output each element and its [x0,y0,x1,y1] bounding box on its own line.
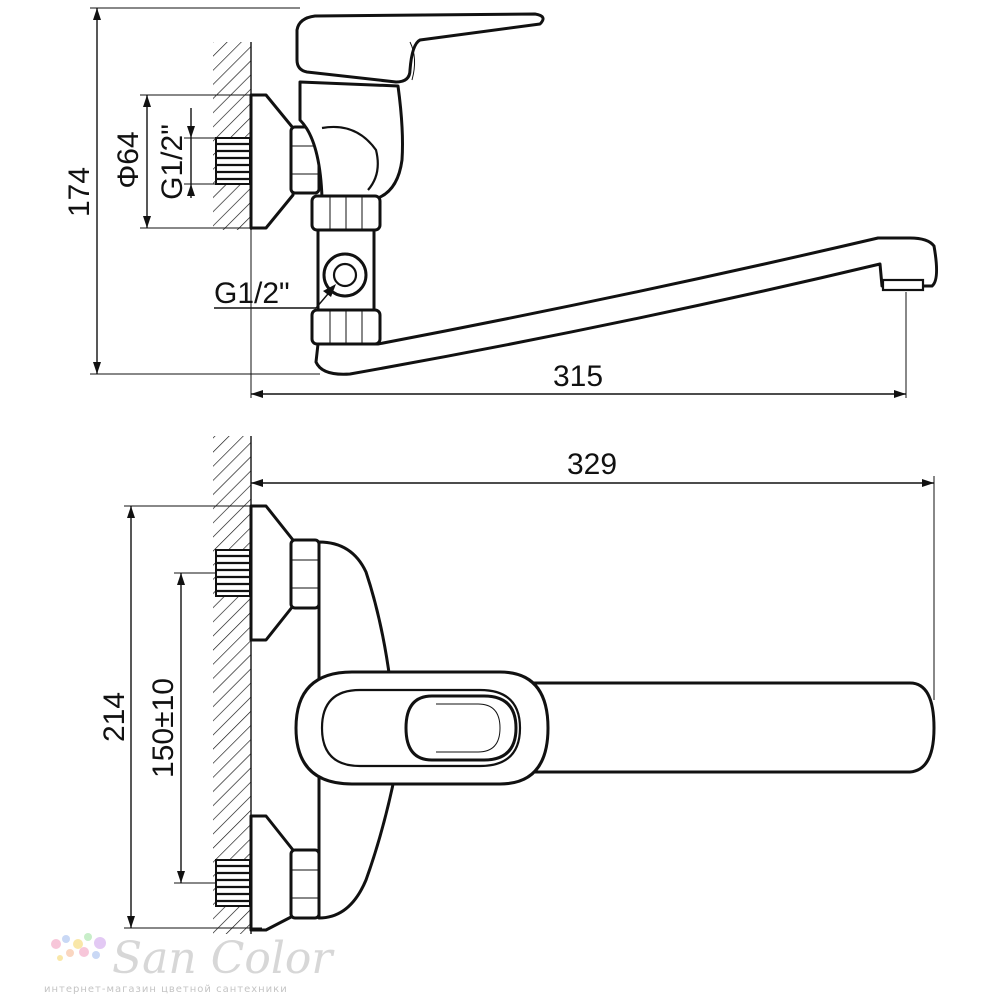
dim-total-width-label: 214 [98,692,131,742]
watermark-dot [51,939,61,949]
watermark: San Color интернет-магазин цветной санте… [44,933,335,995]
dim-total-length-label: 329 [567,448,617,481]
dim-outlet-thread-label: G1/2" [214,277,290,310]
dim-height-label: 174 [63,167,96,217]
watermark-dot [73,939,83,949]
watermark-dot [84,933,92,941]
watermark-dot [66,949,74,957]
dim-spout-reach-label: 315 [553,360,603,393]
side-view: 174 Φ64 G1/2" G1/2" 315 [63,7,939,398]
upper-hex-nut-top [289,538,321,610]
upper-coupling-nut-side [310,194,382,232]
watermark-dot [57,955,63,961]
handle-lever-top[interactable] [404,694,518,762]
aerator-side [881,278,925,292]
wall-flange-side [249,93,295,230]
watermark-dot [79,947,89,957]
watermark-brand: San Color [112,933,335,984]
inlet-thread-side [215,137,251,185]
watermark-dot [94,937,106,949]
watermark-tagline: интернет-магазин цветной сантехники [44,984,288,995]
upper-inlet-thread-top [215,549,251,597]
watermark-dot [62,935,70,943]
handle-lever-side[interactable] [295,12,545,84]
watermark-dots [51,933,106,961]
wall-hatch-top [213,436,251,934]
dim-inlet-thread-label: G1/2" [156,124,189,200]
dim-flange-diameter-label: Φ64 [112,131,145,188]
lower-hex-nut-top [289,848,321,920]
lower-inlet-thread-top [215,859,251,907]
top-view: 329 214 150±10 [98,436,936,934]
wall-hatch-side [213,42,251,230]
upper-flange-top [249,504,295,642]
lower-flange-top [249,814,295,932]
watermark-dot [92,951,100,959]
spout-side [314,236,939,376]
lower-coupling-nut-side [310,308,382,346]
dim-center-distance-label: 150±10 [147,678,180,778]
